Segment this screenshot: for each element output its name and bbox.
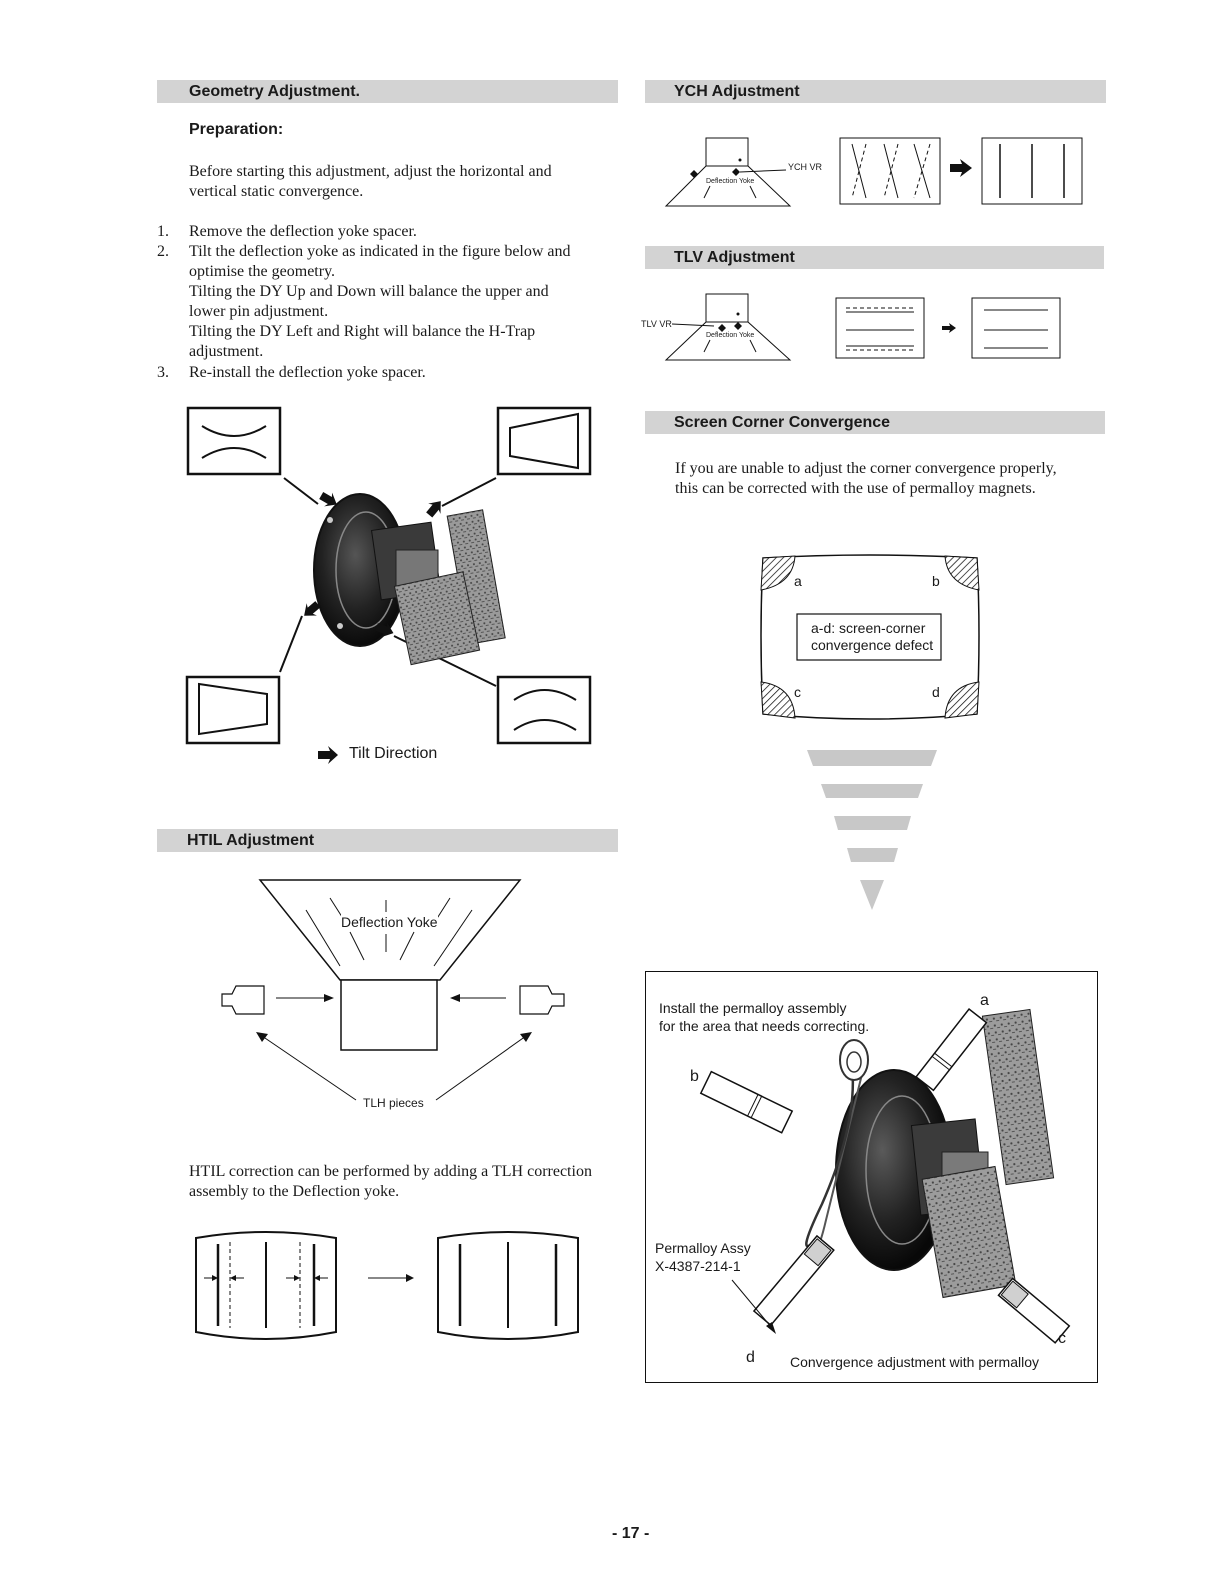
tlv-vr-label: TLV VR bbox=[641, 319, 672, 329]
permalloy-assy-line-2: X-4387-214-1 bbox=[655, 1257, 751, 1275]
htil-text-line-1: HTIL correction can be performed by addi… bbox=[189, 1162, 619, 1182]
corner-label-c: c bbox=[794, 684, 801, 700]
htil-title: HTIL Adjustment bbox=[187, 829, 314, 852]
htil-diagram bbox=[210, 870, 580, 1120]
tilt-direction-label: Tilt Direction bbox=[349, 745, 437, 763]
permalloy-caption: Convergence adjustment with permalloy bbox=[790, 1354, 1039, 1370]
tlv-yoke-label: Deflection Yoke bbox=[706, 332, 754, 339]
geometry-title: Geometry Adjustment. bbox=[189, 80, 360, 103]
trapezoid-left-screen-icon bbox=[187, 677, 279, 743]
permalloy-install-line-1: Install the permalloy assembly bbox=[659, 999, 869, 1017]
step-2-line-4: lower pin adjustment. bbox=[189, 302, 619, 322]
funnel-arrow-icon bbox=[807, 750, 937, 910]
magnet-a-icon bbox=[916, 1009, 986, 1090]
corner-section-header: Screen Corner Convergence bbox=[645, 411, 1105, 434]
geometry-section-header: Geometry Adjustment. bbox=[157, 80, 618, 103]
lower-pin-screen-icon bbox=[498, 677, 590, 743]
htil-text-line-2: assembly to the Deflection yoke. bbox=[189, 1182, 619, 1202]
defect-line-1: a-d: screen-corner bbox=[811, 620, 933, 637]
tlv-title: TLV Adjustment bbox=[674, 246, 795, 269]
tlv-section-header: TLV Adjustment bbox=[645, 246, 1104, 269]
trapezoid-right-screen-icon bbox=[498, 408, 590, 474]
ych-before-screen-icon bbox=[840, 138, 940, 204]
htil-before-screen-icon bbox=[196, 1232, 336, 1339]
permalloy-label-b: b bbox=[690, 1068, 699, 1086]
htil-yoke-label: Deflection Yoke bbox=[341, 914, 438, 930]
preparation-text-line-1: Before starting this adjustment, adjust … bbox=[189, 162, 619, 182]
permalloy-assy-line-1: Permalloy Assy bbox=[655, 1239, 751, 1257]
step-1-line-1: Remove the deflection yoke spacer. bbox=[189, 222, 619, 242]
step-3-line-1: Re-install the deflection yoke spacer. bbox=[189, 363, 619, 383]
permalloy-assy-text: Permalloy Assy X-4387-214-1 bbox=[655, 1239, 751, 1275]
step-3-number: 3. bbox=[157, 363, 169, 383]
htil-section-header: HTIL Adjustment bbox=[157, 829, 618, 852]
corner-title: Screen Corner Convergence bbox=[674, 411, 890, 434]
defect-line-2: convergence defect bbox=[811, 637, 933, 654]
permalloy-install-line-2: for the area that needs correcting. bbox=[659, 1017, 869, 1035]
htil-text: HTIL correction can be performed by addi… bbox=[189, 1162, 619, 1202]
step-1-number: 1. bbox=[157, 222, 169, 242]
step-2-line-2: optimise the geometry. bbox=[189, 262, 619, 282]
corner-text-line-2: this can be corrected with the use of pe… bbox=[675, 479, 1105, 499]
htil-after-screen-icon bbox=[438, 1232, 578, 1339]
preparation-text-line-2: vertical static convergence. bbox=[189, 182, 619, 202]
defect-box-text: a-d: screen-corner convergence defect bbox=[811, 620, 933, 654]
magnet-d-icon bbox=[754, 1236, 834, 1325]
corner-label-b: b bbox=[932, 573, 940, 589]
deflection-yoke-photo bbox=[314, 494, 505, 665]
page-number: - 17 - bbox=[612, 1525, 649, 1543]
corner-label-d: d bbox=[932, 684, 940, 700]
tlv-arrow-icon bbox=[942, 323, 956, 333]
upper-pin-screen-icon bbox=[188, 408, 280, 474]
corner-convergence-diagram bbox=[755, 550, 985, 915]
htil-correction-figure bbox=[190, 1228, 590, 1348]
magnet-b-icon bbox=[701, 1072, 792, 1133]
tilt-direction-figure bbox=[180, 400, 600, 775]
corner-label-a: a bbox=[794, 573, 802, 589]
tlv-after-screen-icon bbox=[972, 298, 1060, 358]
corner-text-line-1: If you are unable to adjust the corner c… bbox=[675, 459, 1105, 479]
tlv-diagram bbox=[640, 288, 1070, 364]
ych-section-header: YCH Adjustment bbox=[645, 80, 1106, 103]
ych-vr-label: YCH VR bbox=[788, 162, 822, 172]
permalloy-label-c: c bbox=[1058, 1330, 1066, 1348]
step-2-line-1: Tilt the deflection yoke as indicated in… bbox=[189, 242, 619, 262]
ych-diagram bbox=[660, 130, 1090, 212]
corner-text: If you are unable to adjust the corner c… bbox=[675, 459, 1105, 499]
tlv-before-screen-icon bbox=[836, 298, 924, 358]
tlh-piece-left-icon bbox=[222, 986, 264, 1014]
permalloy-label-a: a bbox=[980, 992, 989, 1010]
permalloy-label-d: d bbox=[746, 1349, 755, 1367]
htil-pieces-label: TLH pieces bbox=[363, 1096, 424, 1110]
preparation-text: Before starting this adjustment, adjust … bbox=[189, 162, 619, 202]
ych-arrow-icon bbox=[950, 159, 972, 177]
tlh-piece-right-icon bbox=[520, 986, 564, 1014]
step-2-line-3: Tilting the DY Up and Down will balance … bbox=[189, 282, 619, 302]
step-2-line-5: Tilting the DY Left and Right will balan… bbox=[189, 322, 619, 342]
step-2-line-6: adjustment. bbox=[189, 342, 619, 362]
permalloy-install-text: Install the permalloy assembly for the a… bbox=[659, 999, 869, 1035]
tilt-direction-arrow-icon bbox=[318, 746, 338, 764]
ych-yoke-label: Deflection Yoke bbox=[706, 178, 754, 185]
preparation-heading: Preparation: bbox=[189, 121, 283, 139]
ych-title: YCH Adjustment bbox=[674, 80, 800, 103]
step-2-number: 2. bbox=[157, 242, 169, 262]
